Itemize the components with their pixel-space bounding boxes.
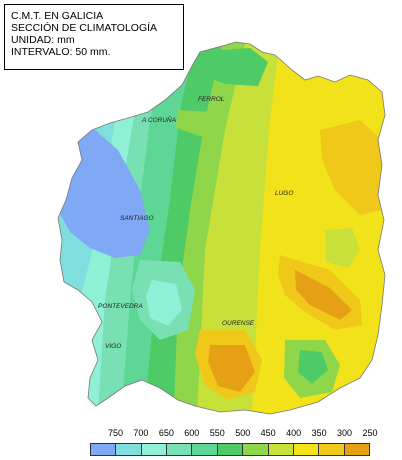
- city-label-lugo: LUGO: [275, 190, 294, 197]
- legend-swatch: [344, 444, 369, 455]
- legend-label: 600: [184, 428, 200, 438]
- header-line-2: SECCIÓN DE CLIMATOLOGÍA: [11, 22, 158, 34]
- header-line-1: C.M.T. EN GALICIA: [11, 10, 104, 22]
- legend-swatch: [319, 444, 345, 455]
- header-line-3: UNIDAD: mm: [11, 34, 75, 46]
- galicia-outline: [57, 41, 386, 415]
- legend-label: 500: [235, 428, 251, 438]
- city-label-coruna: A CORUÑA: [142, 117, 177, 124]
- legend-label: 750: [107, 428, 123, 438]
- legend-label: 450: [260, 428, 276, 438]
- header-line-4: INTERVALO: 50 mm.: [11, 46, 111, 58]
- legend-swatch: [293, 444, 320, 455]
- city-label-vigo: VIGO: [105, 343, 122, 350]
- legend-swatch: [116, 444, 142, 455]
- legend-label: 550: [209, 428, 225, 438]
- city-label-pontevedra: PONTEVEDRA: [98, 303, 143, 310]
- legend-swatch: [167, 444, 193, 455]
- city-label-ourense: OURENSE: [222, 320, 255, 327]
- legend-swatch: [91, 444, 117, 455]
- legend-swatch: [243, 444, 269, 455]
- legend-swatch: [217, 444, 244, 455]
- legend-label: 700: [133, 428, 149, 438]
- map-header: C.M.T. EN GALICIA SECCIÓN DE CLIMATOLOGÍ…: [4, 4, 184, 70]
- city-label-ferrol: FERROL: [198, 96, 225, 103]
- legend-label: 650: [158, 428, 174, 438]
- city-label-santiago: SANTIAGO: [120, 215, 154, 222]
- legend-swatch: [141, 444, 168, 455]
- legend-swatch: [192, 444, 218, 455]
- legend-swatch: [268, 444, 294, 455]
- legend-label: 350: [311, 428, 327, 438]
- legend-label: 250: [362, 428, 378, 438]
- legend-labels: 750 700 650 600 550 500 450 400 350 300 250: [90, 428, 378, 440]
- legend-label: 300: [337, 428, 353, 438]
- legend-color-bar: [90, 443, 370, 456]
- legend-label: 400: [286, 428, 302, 438]
